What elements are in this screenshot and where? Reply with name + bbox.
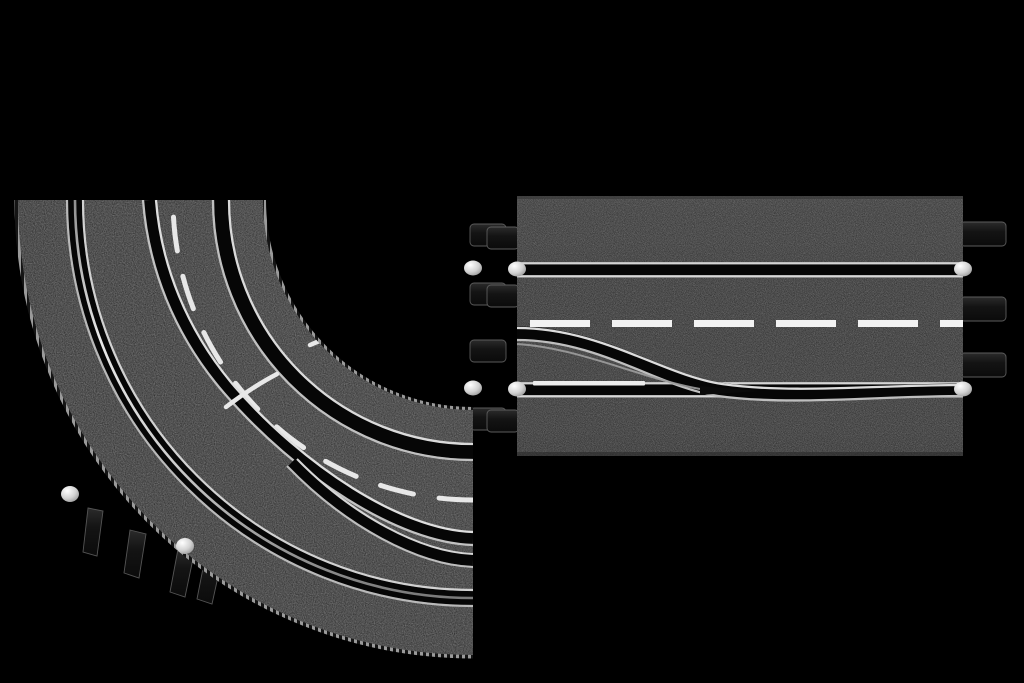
straight-right-tab-3 (959, 352, 1007, 378)
straight-right-tab-2 (959, 296, 1007, 322)
straight-right-connector-tabs (959, 221, 1007, 378)
pin-right-top (954, 261, 972, 277)
lane-change-straight-piece[interactable] (486, 196, 1007, 456)
straight-right-tab-1 (959, 221, 1007, 247)
straight-merge-wedge (700, 386, 760, 395)
straight-contact-pins (508, 261, 972, 397)
pin-left-bottom (508, 381, 526, 397)
curve-crossover-merge (286, 457, 473, 569)
pin-right-bottom (954, 381, 972, 397)
curve-right-tab-3 (469, 339, 507, 363)
curve-contact-pins (464, 260, 482, 396)
straight-guide-stripe (533, 381, 645, 386)
curve-bottom-contact-pins (61, 486, 194, 554)
screw-dot (939, 413, 943, 417)
curve-asphalt-surface (18, 200, 473, 655)
straight-left-connector-tabs (486, 226, 520, 433)
curve-inner-slot (211, 200, 473, 462)
curve-lane-dashes (170, 200, 473, 503)
curve-tab-2 (123, 529, 147, 579)
straight-left-tab-2 (486, 284, 520, 308)
curve-outer-slot (65, 200, 473, 608)
straight-left-tab-1 (486, 226, 520, 250)
pin-left-top (508, 261, 526, 277)
straight-top-slot (517, 262, 963, 278)
straight-left-tab-3 (486, 409, 520, 433)
curve-tab-1 (82, 507, 104, 557)
scene-description: Two black slot-car track sections photog… (4, 41, 1024, 58)
